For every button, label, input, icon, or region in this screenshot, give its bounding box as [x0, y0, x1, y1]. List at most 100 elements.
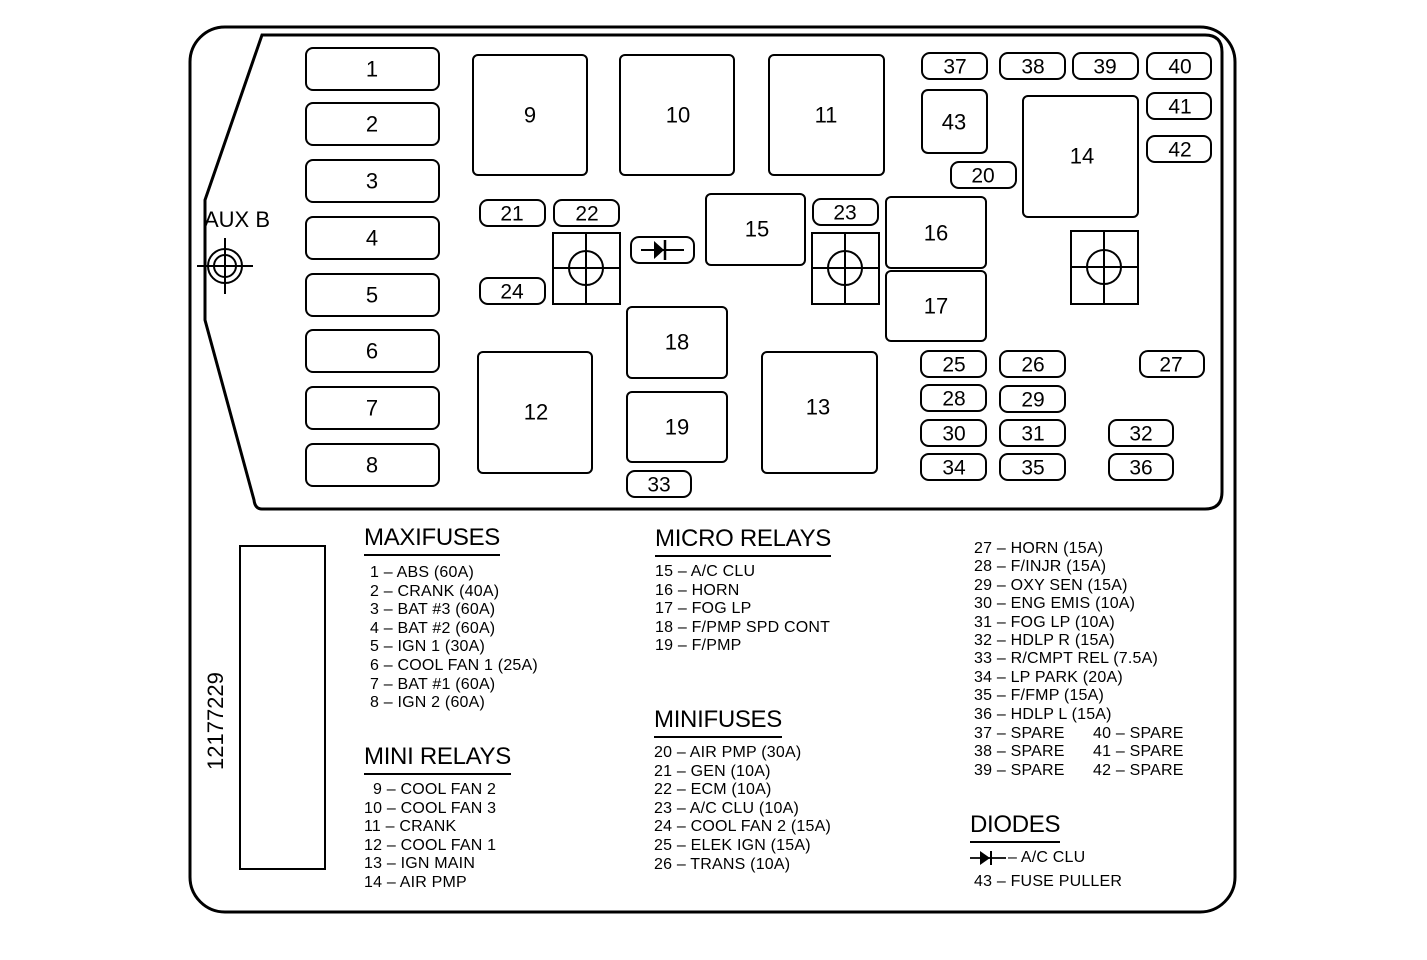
- micro-relay-slot: 18: [626, 306, 728, 379]
- legend-item: 25 – ELEK IGN (15A): [654, 836, 811, 854]
- mini-fuse-slot: 41: [1146, 92, 1212, 120]
- aux-b-label: AUX B: [204, 207, 271, 232]
- mini-relay-slot: 12: [477, 351, 593, 474]
- mini-fuse-slot: 27: [1139, 350, 1205, 378]
- legend-item: 33 – R/CMPT REL (7.5A): [974, 650, 1159, 668]
- slot-label: 9: [524, 103, 536, 128]
- mounting-stud: [552, 232, 621, 305]
- legend-item: 17 – FOG LP: [655, 600, 752, 618]
- slot-label: 13: [806, 395, 830, 420]
- maxi-fuse-slot: 4: [305, 216, 440, 260]
- slot-label: 10: [666, 103, 690, 128]
- part-number: 12177229: [203, 672, 228, 770]
- slot-label: 16: [924, 221, 948, 246]
- slot-label: 36: [1129, 457, 1152, 480]
- slot-label: 30: [942, 423, 965, 446]
- legend-spares-right: 40 – SPARE 41 – SPARE 42 – SPARE: [1093, 725, 1184, 780]
- slot-label: 24: [500, 281, 524, 304]
- legend-item: 18 – F/PMP SPD CONT: [655, 618, 831, 636]
- maxi-fuse-slot: 7: [305, 386, 440, 430]
- legend-diodes: DIODES – A/C CLU 43 – FUSE PULLER: [970, 811, 1122, 891]
- legend-item: 10 – COOL FAN 3: [364, 799, 497, 817]
- mini-fuse-slot: 31: [999, 419, 1066, 447]
- legend-item: 34 – LP PARK (20A): [974, 668, 1123, 686]
- slot-label: 38: [1021, 56, 1044, 79]
- slot-label: 35: [1021, 457, 1044, 480]
- mini-fuse-slot: 21: [479, 199, 546, 227]
- mini-fuse-slot: 42: [1146, 135, 1212, 163]
- slot-label: 28: [942, 388, 965, 411]
- mini-relay-slot: 11: [768, 54, 885, 176]
- slot-label: 4: [366, 226, 378, 251]
- slot-label: 41: [1168, 96, 1191, 119]
- slot-label: 8: [366, 453, 378, 478]
- legend-item: 11 – CRANK: [364, 818, 457, 836]
- mini-relay-slot: 13: [761, 351, 878, 474]
- mini-fuse-slot: 33: [626, 470, 692, 498]
- slot-label: 23: [833, 202, 856, 225]
- slot-label: 2: [366, 112, 378, 137]
- mini-fuse-slot: 39: [1072, 52, 1139, 80]
- maxi-fuse-slot: 6: [305, 329, 440, 373]
- slot-label: 17: [924, 294, 948, 319]
- legend-item: 26 – TRANS (10A): [654, 855, 791, 873]
- fuse-block-outline: [188, 25, 1237, 914]
- slot-label: 15: [745, 217, 769, 242]
- legend-item: 21 – GEN (10A): [654, 762, 771, 780]
- legend-heading: DIODES: [970, 811, 1061, 843]
- mini-fuse-slot: 24: [479, 277, 546, 305]
- legend-item: 35 – F/FMP (15A): [974, 687, 1105, 705]
- mini-fuse-slot: 28: [920, 384, 987, 412]
- mini-fuse-slot: 36: [1108, 453, 1174, 481]
- slot-label: 1: [366, 57, 378, 82]
- legend-item: 27 – HORN (15A): [974, 540, 1104, 557]
- slot-label: 14: [1070, 144, 1094, 169]
- slot-label: 39: [1093, 56, 1116, 79]
- slot-label: 18: [665, 330, 689, 355]
- slot-label: 6: [366, 339, 378, 364]
- fuse-puller-slot: 43: [921, 89, 988, 154]
- legend-item: 24 – COOL FAN 2 (15A): [654, 818, 832, 836]
- legend-item: 43 – FUSE PULLER: [974, 872, 1123, 890]
- micro-relay-slot: 19: [626, 391, 728, 463]
- label-box: [239, 545, 326, 870]
- legend-item: 40 – SPARE: [1093, 725, 1184, 742]
- legend-item: 19 – F/PMP: [655, 637, 742, 655]
- micro-relay-slot: 15: [705, 193, 806, 266]
- mini-fuse-slot: 30: [920, 419, 987, 447]
- slot-label: 42: [1168, 139, 1191, 162]
- legend-item: 36 – HDLP L (15A): [974, 705, 1112, 723]
- micro-relay-slot: 16: [885, 196, 987, 269]
- slot-label: 27: [1159, 354, 1182, 377]
- fuse-panel-outline: [203, 33, 1224, 511]
- mini-fuse-slot: 25: [920, 350, 987, 378]
- slot-label: 21: [500, 203, 523, 226]
- mini-fuse-slot: 26: [999, 350, 1066, 378]
- legend-item: 42 – SPARE: [1093, 761, 1184, 779]
- mini-fuse-slot: 23: [812, 198, 879, 226]
- legend-spares-left: 37 – SPARE 38 – SPARE 39 – SPARE: [974, 725, 1065, 780]
- mini-fuse-slot: 37: [921, 52, 988, 80]
- legend-item: 9 – COOL FAN 2: [373, 781, 497, 798]
- legend-item: 4 – BAT #2 (60A): [370, 619, 496, 637]
- legend-item: 41 – SPARE: [1093, 743, 1184, 761]
- slot-label: 11: [815, 103, 838, 128]
- slot-label: 25: [942, 354, 965, 377]
- legend-item: 14 – AIR PMP: [364, 873, 467, 891]
- slot-label: 5: [366, 283, 378, 308]
- mini-fuse-slot: 34: [920, 453, 987, 481]
- legend-item: 2 – CRANK (40A): [370, 582, 500, 600]
- mini-fuse-slot: 29: [999, 385, 1066, 413]
- mini-relay-slot: 9: [472, 54, 588, 176]
- slot-label: 34: [942, 457, 966, 480]
- legend-item: 39 – SPARE: [974, 761, 1065, 779]
- mini-fuse-slot: 22: [553, 199, 620, 227]
- maxi-fuse-slot: 1: [305, 47, 440, 91]
- slot-label: 29: [1021, 389, 1044, 412]
- mini-fuse-slot: 20: [950, 161, 1017, 189]
- legend-item: 12 – COOL FAN 1: [364, 836, 497, 854]
- legend-item: 30 – ENG EMIS (10A): [974, 595, 1136, 613]
- ac-clutch-diode: [630, 236, 695, 264]
- micro-relay-slot: 17: [885, 270, 987, 342]
- legend-item: 38 – SPARE: [974, 743, 1065, 761]
